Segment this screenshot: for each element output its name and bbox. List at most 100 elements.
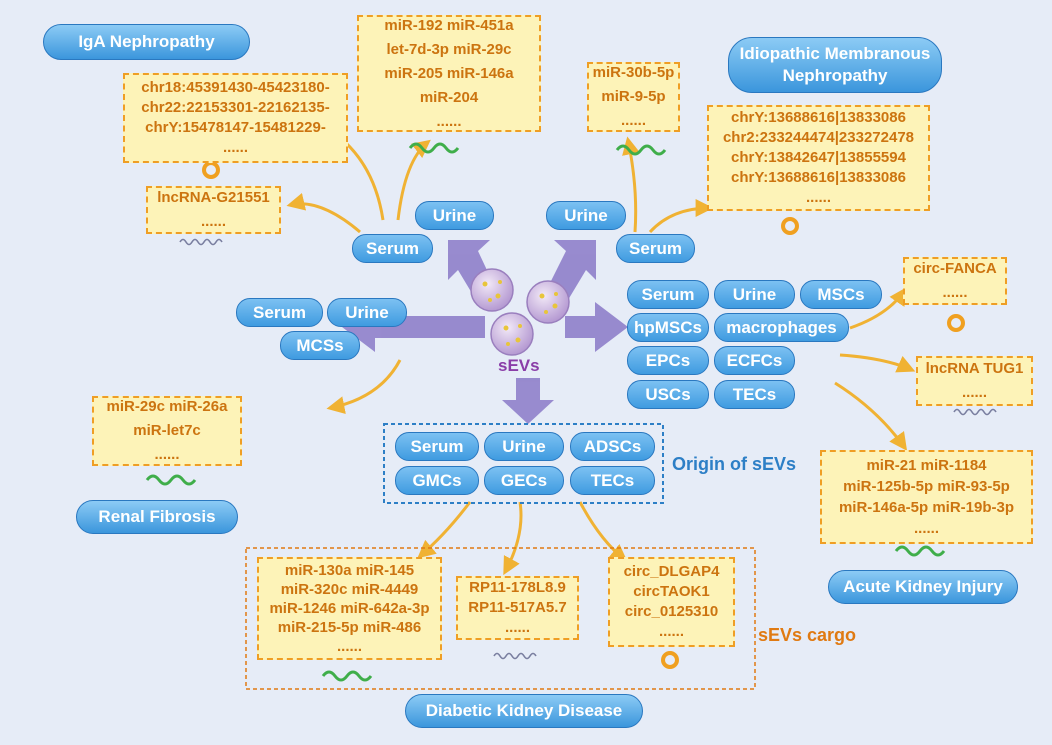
cargo-line: RP11-517A5.7 [468,599,567,616]
source-pill-aki-ecfcs: ECFCs [714,346,795,375]
source-pill-iga-urine: Urine [415,201,494,230]
source-pill-aki-urine: Urine [714,280,795,309]
cargo-line: ...... [436,112,462,130]
cargo-line: circ-FANCA [913,260,997,277]
disease-iga-nephropathy: IgA Nephropathy [43,24,250,60]
cargo-line: ...... [805,189,831,206]
cargo-box-iga-lnc: lncRNA-G21551 ...... [146,186,281,234]
squiggle-green-5 [321,670,373,682]
sevs-center-label: sEVs [498,356,540,375]
origin-of-sevs-label: Origin of sEVs [672,454,797,474]
cargo-line: ...... [200,213,226,230]
cargo-line: ...... [620,112,646,129]
source-pill-aki-epcs: EPCs [627,346,709,375]
cargo-box-iga-mir: miR-192 miR-451a let-7d-3p miR-29c miR-2… [357,15,541,132]
purple-arrows [342,240,628,424]
cargo-line: miR-130a miR-145 [284,562,415,579]
cargo-line: chrY:13688616|13833086 [731,169,906,186]
sev-vesicles [470,268,570,356]
vesicle-2 [526,280,570,324]
source-pill-aki-hpmscs: hpMSCs [627,313,709,342]
cargo-line: ...... [336,638,362,655]
cargo-line: ...... [504,619,530,636]
origin-pill-serum: Serum [395,432,479,461]
cargo-line: miR-9-5p [601,88,666,105]
cargo-line: chrY:15478147-15481229- [145,119,326,136]
cargo-box-aki-circ: circ-FANCA ...... [903,257,1007,305]
circ-ring-3 [947,314,965,332]
disease-diabetic-kidney-disease: Diabetic Kidney Disease [405,694,643,728]
cargo-line: chr22:22153301-22162135- [141,99,330,116]
source-pill-aki-mscs: MSCs [800,280,882,309]
cargo-line: circ_0125310 [624,603,719,620]
source-pill-imn-urine: Urine [546,201,626,230]
cargo-arrows [286,117,916,576]
cargo-line: ...... [222,139,248,156]
cargo-box-imn-mir: miR-30b-5p miR-9-5p ...... [587,62,680,132]
origin-frame [383,423,664,504]
squiggle-grey-3 [493,652,537,660]
circ-ring-2 [781,217,799,235]
source-pill-aki-macrophages: macrophages [714,313,849,342]
cargo-frame [245,547,756,690]
source-pill-aki-uscs: USCs [627,380,709,409]
squiggle-grey-2 [953,408,997,416]
arrow-left [342,302,485,352]
cargo-box-aki-mir: miR-21 miR-1184 miR-125b-5p miR-93-5p mi… [820,450,1033,544]
cargo-line: miR-21 miR-1184 [866,457,987,474]
cargo-line: miR-192 miR-451a [384,16,514,34]
source-pill-renal-urine: Urine [327,298,407,327]
source-pill-aki-serum: Serum [627,280,709,309]
cargo-line: miR-320c miR-4449 [280,581,419,598]
cargo-line: miR-146a-5p miR-19b-3p [838,499,1015,516]
source-pill-renal-serum: Serum [236,298,323,327]
cargo-line: miR-29c miR-26a [106,398,228,415]
origin-pill-gecs: GECs [484,466,564,495]
cargo-box-dkd-mir: miR-130a miR-145 miR-320c miR-4449 miR-1… [257,557,442,660]
circ-rings [202,161,965,669]
circ-ring-4 [661,651,679,669]
cargo-box-dkd-rp: RP11-178L8.9 RP11-517A5.7 ...... [456,576,579,640]
origin-pill-gmcs: GMCs [395,466,479,495]
disease-renal-fibrosis: Renal Fibrosis [76,500,238,534]
squiggle-grey-1 [179,238,223,246]
cargo-line: chrY:13842647|13855594 [731,149,906,166]
squiggle-green-2 [615,144,667,156]
cargo-line: ...... [942,284,968,301]
cargo-line: ...... [154,446,180,463]
arrow-down [502,378,554,424]
cargo-line: chrY:13688616|13833086 [731,109,906,126]
cargo-box-renal-mir: miR-29c miR-26a miR-let7c ...... [92,396,242,466]
cargo-line: miR-205 miR-146a [384,64,514,82]
cargo-line: chr18:45391430-45423180- [141,79,330,96]
cargo-line: ...... [658,623,684,640]
cargo-line: circ_DLGAP4 [623,563,720,580]
arrow-right [565,302,628,352]
cargo-line: miR-125b-5p miR-93-5p [843,478,1010,495]
cargo-line: RP11-178L8.9 [469,579,566,596]
squiggle-green-4 [894,545,946,557]
vesicle-3 [490,312,534,356]
cargo-line: circTAOK1 [633,583,710,600]
cargo-line: miR-let7c [133,422,201,439]
origin-pill-urine: Urine [484,432,564,461]
cargo-box-dkd-circ: circ_DLGAP4 circTAOK1 circ_0125310 .....… [608,557,735,647]
source-pill-renal-mcss: MCSs [280,331,360,360]
cargo-line: miR-204 [419,88,479,106]
source-pill-aki-tecs: TECs [714,380,795,409]
source-pill-iga-serum: Serum [352,234,433,263]
cargo-box-aki-lnc: lncRNA TUG1 ...... [916,356,1033,406]
circ-ring-1 [202,161,220,179]
cargo-line: miR-215-5p miR-486 [277,619,422,636]
cargo-line: lncRNA TUG1 [925,360,1024,377]
disease-acute-kidney-injury: Acute Kidney Injury [828,570,1018,604]
cargo-line: let-7d-3p miR-29c [386,40,512,58]
cargo-line: miR-30b-5p [592,64,675,81]
vesicle-1 [470,268,514,312]
cargo-box-imn-chr: chrY:13688616|13833086 chr2:233244474|23… [707,105,930,211]
cargo-line: miR-1246 miR-642a-3p [269,600,430,617]
cargo-line: lncRNA-G21551 [157,189,270,206]
origin-pill-tecs: TECs [570,466,655,495]
